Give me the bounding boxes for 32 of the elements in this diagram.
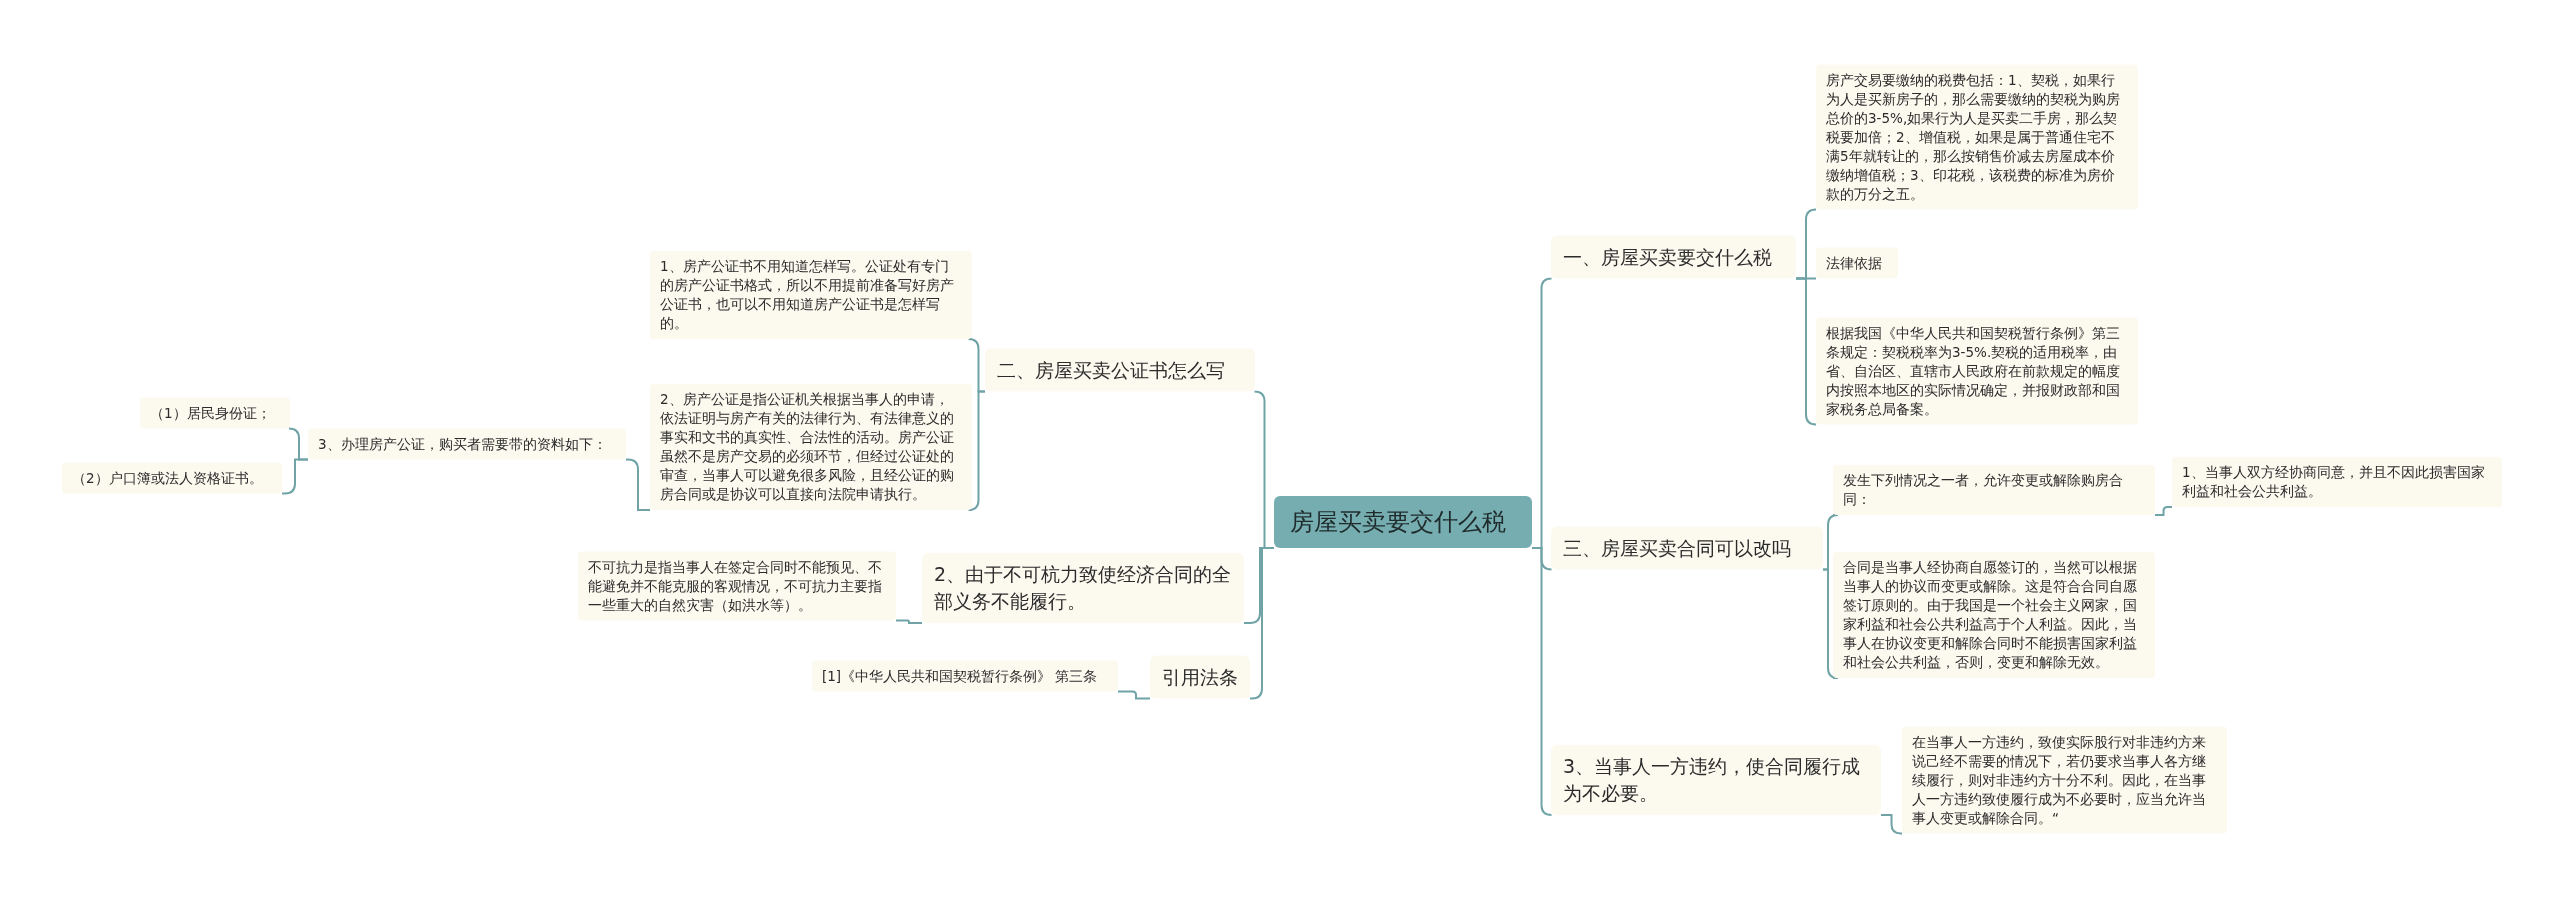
connector-line	[2154, 506, 2173, 516]
note-box: [1]《中华人民共和国契税暂行条例》 第三条	[812, 660, 1118, 692]
note-box: 2、房产公证是指公证机关根据当事人的申请，依法证明与房产有关的法律行为、有法律意义的事实和文书的真实性、合法性的活动。房产公证虽然不是房产交易的必须环节，但经过公证处的审查，当事人可以避免很多风险，且经公证的购房合同或是协议可以直接向法院申请执行。	[650, 384, 972, 510]
note-box: 根据我国《中华人民共和国契税暂行条例》第三条规定：契税税率为3-5%.契税的适用税率，由省、自治区、直辖市人民政府在前款规定的幅度内按照本地区的实际情况确定，并报财政部和国家税务总局备案。	[1816, 317, 2138, 425]
connector-line	[1795, 277, 1817, 426]
topic-box: 一、房屋买卖要交什么税	[1551, 235, 1796, 279]
note-box: （2）户口簿或法人资格证书。	[62, 462, 282, 494]
connector-line	[1531, 547, 1553, 816]
connector-line	[967, 390, 986, 511]
topic-box: 二、房屋买卖公证书怎么写	[985, 348, 1255, 392]
note-box: （1）居民身份证；	[140, 397, 290, 429]
connector-line	[625, 458, 651, 511]
connector-line	[1117, 690, 1151, 700]
topic-box: 引用法条	[1150, 655, 1250, 699]
note-box: 3、办理房产公证，购买者需要带的资料如下：	[308, 428, 626, 460]
note-box: 1、当事人双方经协商同意，并且不因此损害国家利益和社会公共利益。	[2172, 457, 2502, 507]
connector-line	[1822, 568, 1839, 679]
note-box: 房产交易要缴纳的税费包括：1、契税，如果行为人是买新房子的，那么需要缴纳的契税为购房总价的3-5%,如果行为人是买卖二手房，那么契税要加倍；2、增值税，如果是属于普通住宅不满5年就转让的，那么按销售价减去房屋成本价缴纳增值税；3、印花税，该税费的标准为房价款的万分之五。	[1816, 64, 2138, 210]
topic-box: 3、当事人一方违约，使合同履行成为不必要。	[1551, 745, 1881, 815]
connector-line	[281, 458, 309, 495]
note-box: 1、房产公证书不用知道怎样写。公证处有专门的房产公证书格式，所以不用提前准备写好房产公证书，也可以不用知道房产公证书是怎样写的。	[650, 251, 972, 339]
note-box: 不可抗力是指当事人在签定合同时不能预见、不能避免并不能克服的客观情况，不可抗力主要指一些重大的自然灾害（如洪水等）。	[578, 551, 896, 621]
topic-box: 三、房屋买卖合同可以改吗	[1551, 526, 1823, 570]
connector-line	[1880, 814, 1903, 835]
note-box: 法律依据	[1816, 247, 1898, 279]
note-box: 在当事人一方违约，致使实际股行对非违约方来说己经不需要的情况下，若仍要求当事人各方继续履行，则对非违约方十分不利。因此，在当事人一方违约致使履行成为不必要时，应当允许当事人变更或解除合同。“	[1902, 726, 2227, 834]
topic-box: 2、由于不可杭力致使经济合同的全部义务不能履行。	[922, 553, 1244, 623]
note-box: 合同是当事人经协商自愿签订的，当然可以根据当事人的协议而变更或解除。这是符合合同自愿签订原则的。由于我国是一个社会主义网家，国家利益和社会公共利益高于个人利益。因此，当事人在协议变更和解除合同时不能损害国家利益和社会公共利益，否则，变更和解除无效。	[1833, 552, 2155, 678]
connector-line	[1249, 547, 1275, 700]
central-topic: 房屋买卖要交什么税	[1274, 496, 1532, 548]
note-box: 发生下列情况之一者，允许变更或解除购房合同：	[1833, 465, 2155, 515]
connector-line	[895, 619, 923, 624]
